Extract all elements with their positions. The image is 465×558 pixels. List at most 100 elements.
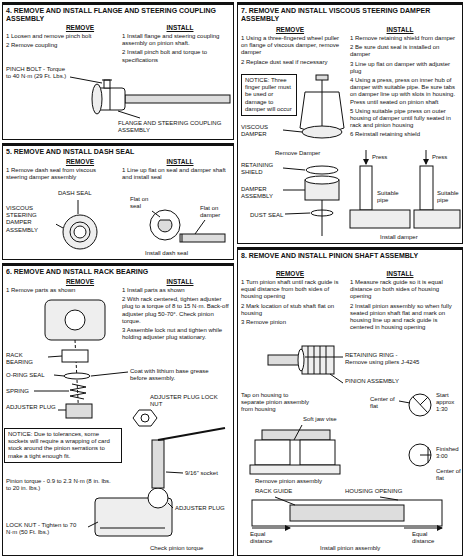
damper-figure-part: [360, 166, 372, 210]
callout-label: 6 Reinstall retaining shield: [350, 131, 420, 138]
callout-label: Install pinion assembly: [320, 545, 380, 552]
callout-label: PINION ASSEMBLY: [345, 378, 399, 385]
pinion-figure-part: [275, 497, 295, 505]
callout-label: Equal distance: [250, 531, 282, 545]
rack-bearing-figure-part: [54, 375, 64, 376]
callout-label: Equal distance: [412, 531, 444, 545]
callout-label: 1 Using a three-fingered wheel puller on…: [241, 35, 341, 57]
callout-label: PINCH BOLT - Torque to 40 N·m (29 Ft. Lb…: [6, 66, 68, 80]
callout-label: 1 Remove dash seal from viscous steering…: [6, 167, 106, 181]
rack-bearing-figure-part: [133, 410, 157, 426]
coupling-figure-part: [125, 95, 230, 103]
damper-figure-part: [305, 176, 339, 184]
callout-label: 5 Using suitable pipe press on outer hou…: [350, 108, 460, 130]
pinion-figure-part: [399, 401, 410, 403]
coupling-figure-part: [110, 88, 111, 110]
rack-bearing-figure-part: [62, 350, 88, 362]
column-header: REMOVE: [260, 26, 320, 34]
callout-label: 1 Turn pinion shaft until rack guide is …: [241, 279, 341, 301]
callout-label: VISCOUS DAMPER: [241, 124, 281, 138]
pinion-figure-part: [380, 497, 398, 500]
callout-label: 3 Assemble lock nut and tighten while ho…: [122, 327, 230, 341]
callout-label: O-RING SEAL: [6, 372, 45, 379]
dash-seal-figure-part: [70, 222, 90, 242]
rack-bearing-figure-part: [141, 414, 149, 422]
column-header: REMOVE: [50, 24, 110, 32]
callout-label: 1 Remove parts as shown: [6, 287, 75, 294]
callout-label: Start approx 1:30: [436, 392, 462, 414]
callout-label: SPRING: [6, 388, 29, 395]
pinion-figure-part: [290, 505, 404, 521]
callout-label: Remove Damper: [275, 150, 320, 157]
callout-label: DAMPER ASSEMBLY: [241, 186, 281, 200]
section-title: 5. REMOVE AND INSTALL DASH SEAL: [3, 146, 233, 158]
rack-bearing-figure-part: [100, 528, 165, 529]
callout-label: Pinion torque - 0.9 to 2.3 N·m (8 in. lb…: [6, 478, 116, 492]
rack-bearing-figure-part: [152, 440, 164, 488]
damper-figure-part: [366, 150, 367, 164]
callout-label: 1 Install parts as shown: [122, 287, 185, 294]
section-title: 6. REMOVE AND INSTALL RACK BEARING: [3, 266, 233, 278]
column-header: REMOVE: [50, 158, 110, 166]
damper-figure-part: [420, 166, 433, 210]
callout-label: 2 Mark location of stub shaft flat on ho…: [241, 303, 341, 317]
column-header: INSTALL: [370, 26, 430, 34]
section-title: 4. REMOVE AND INSTALL FLANGE AND STEERIN…: [3, 5, 233, 26]
coupling-figure-part: [70, 77, 102, 83]
damper-figure-part: [300, 80, 344, 130]
pinion-figure-part: [252, 500, 442, 526]
damper-figure-part: [350, 210, 410, 228]
pinion-figure-part: [252, 528, 290, 529]
pinion-figure-part: [420, 455, 431, 456]
pinion-figure-part: [420, 397, 428, 405]
pinion-figure-part: [294, 425, 302, 440]
callout-label: 1 Line up flat on seal and damper shaft …: [122, 167, 230, 181]
callout-label: RACK GUIDE: [255, 488, 292, 495]
callout-label: HOUSING OPENING: [345, 488, 402, 495]
callout-label: RACK BEARING: [6, 352, 46, 366]
pinion-figure: [250, 346, 442, 528]
pinion-figure-part: [262, 430, 330, 440]
dash-seal-figure-part: [180, 234, 225, 242]
pinion-figure-part: [302, 346, 334, 374]
column-header: INSTALL: [370, 270, 430, 278]
callout-label: 1 Install flange and steering coupling a…: [122, 33, 230, 47]
callout-label: DUST SEAL: [250, 212, 283, 219]
callout-label: RETAINING RING - Remove using pliers J-4…: [345, 352, 420, 366]
pinion-figure-part: [298, 349, 304, 371]
callout-label: ADJUSTER PLUG: [175, 505, 225, 512]
callout-label: 2 Replace dust seal if necessary: [241, 59, 327, 66]
callout-label: Check pinion torque: [150, 545, 203, 552]
callout-label: 9/16" socket: [185, 470, 218, 477]
callout-label: Install dash seal: [145, 250, 188, 257]
dash-seal-figure-part: [195, 220, 205, 234]
callout-label: VISCOUS STEERING DAMPER ASSEMBLY: [6, 205, 56, 234]
pinion-figure-part: [409, 444, 431, 466]
rack-bearing-figure-part: [65, 310, 85, 330]
callout-label: ADJUSTER PLUG LOCK NUT: [150, 394, 230, 408]
pinion-figure-part: [330, 374, 343, 383]
callout-label: 1 Loosen and remove pinch bolt: [6, 33, 91, 40]
callout-label: Coat with lithium base grease before ass…: [130, 368, 225, 382]
section-title: 7. REMOVE AND INSTALL VISCOUS STEERING D…: [238, 5, 462, 26]
callout-label: 2 Remove coupling: [6, 42, 57, 49]
rack-bearing-figure-part: [88, 522, 98, 527]
dash-seal-figure-part: [63, 215, 97, 249]
callout-label: Install damper: [380, 234, 418, 241]
callout-label: 2 With rack centered, tighten adjuster p…: [122, 296, 230, 325]
rack-bearing-figure-part: [158, 428, 225, 440]
damper-figure-part: [322, 200, 323, 236]
callout-label: 1 Remove retaining shield from damper: [350, 35, 455, 42]
pinion-figure-part: [268, 355, 300, 365]
column-header: REMOVE: [260, 270, 320, 278]
callout-label: Finished 3:00: [436, 446, 462, 460]
callout-label: Flat on damper: [200, 205, 230, 219]
pinion-figure-part: [300, 440, 335, 465]
column-header: REMOVE: [50, 278, 110, 286]
callout-label: 4 Using a press, press on inner hub of d…: [350, 77, 460, 106]
callout-label: Press: [432, 154, 447, 161]
rack-bearing-figure-part: [45, 300, 105, 340]
damper-figure-part: [283, 130, 302, 132]
pinion-figure-part: [413, 397, 428, 413]
